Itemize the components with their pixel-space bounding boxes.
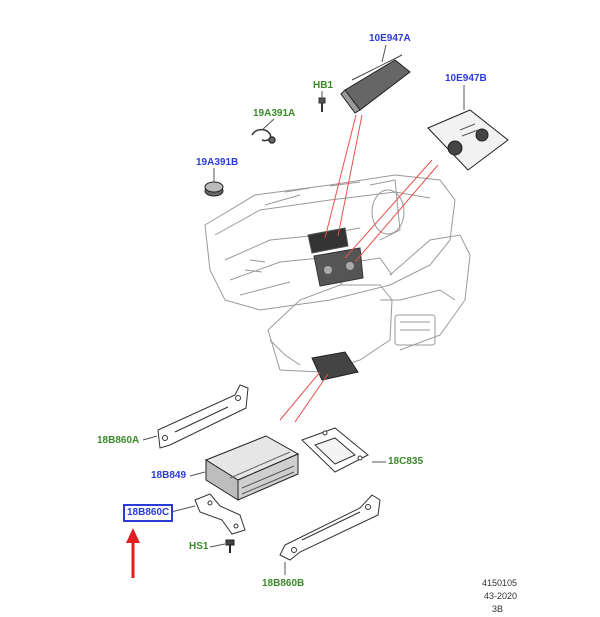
part-18B860A-bracket [157, 384, 249, 449]
callout-ticks [142, 44, 465, 575]
under-seat-module [311, 351, 359, 381]
footer-date: 43-2020 [484, 591, 518, 601]
callout-18B860C-highlighted: 18B860C [122, 504, 174, 522]
seats-illustration [267, 234, 471, 373]
callout-HS1: HS1 [189, 541, 209, 552]
footer-reference: 4150105 [482, 578, 518, 588]
part-18C835-bracket [301, 427, 369, 473]
callout-19A391B: 19A391B [196, 157, 239, 168]
callout-18C835: 18C835 [388, 456, 424, 467]
callout-18B860A: 18B860A [97, 435, 140, 446]
part-HB1-bolt [318, 97, 326, 112]
callout-19A391A: 19A391A [253, 108, 296, 119]
leader-lines [279, 114, 439, 423]
dashboard-illustration [204, 174, 456, 311]
red-arrow-icon [126, 528, 140, 578]
part-19A391A-clip [251, 128, 276, 144]
callout-18B860B: 18B860B [262, 578, 305, 589]
part-19A391B-knob [204, 181, 224, 197]
callout-10E947B: 10E947B [445, 73, 487, 84]
part-18B860B-bracket [279, 494, 381, 561]
footer-page: 3B [492, 604, 504, 614]
callout-18B849: 18B849 [151, 470, 187, 481]
part-18B860C-bracket [194, 493, 246, 535]
callout-HB1: HB1 [313, 80, 334, 91]
part-10E947A-screen [340, 54, 411, 114]
callout-10E947A: 10E947A [369, 33, 411, 44]
part-HS1-screw [225, 539, 235, 553]
part-10E947B-control-panel [427, 109, 509, 171]
dash-screen-and-panel [307, 227, 364, 287]
part-18B849-module [204, 435, 300, 501]
